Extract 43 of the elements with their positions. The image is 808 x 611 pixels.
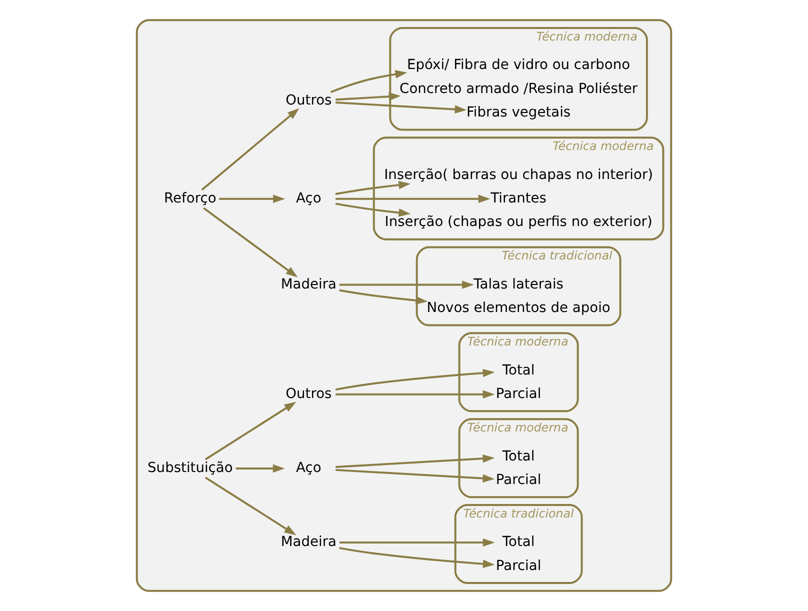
node-text: Outros: [286, 386, 332, 402]
node-text: Fibras vegetais: [466, 104, 571, 121]
arrow: [339, 538, 495, 547]
arrow: [219, 194, 285, 203]
node-text: Novos elementos de apoio: [426, 300, 610, 316]
arrow: [335, 180, 411, 195]
node-text: Tirantes: [490, 190, 546, 206]
node-text: Reforço: [164, 190, 216, 206]
node-text: Parcial: [496, 386, 542, 402]
node-text: Aço: [296, 460, 322, 476]
arrow: [336, 454, 495, 468]
arrow: [339, 547, 495, 568]
arrow: [335, 368, 495, 390]
arrow: [339, 289, 428, 305]
arrow: [236, 464, 285, 473]
node-text: Concreto armado /Resina Poliéster: [400, 80, 638, 97]
arrow: [336, 194, 490, 203]
arrow: [330, 70, 408, 94]
node-text: Inserção( barras ou chapas no interior): [384, 166, 654, 183]
node-text: Parcial: [496, 472, 542, 488]
node-text: Outros: [286, 92, 332, 109]
arrow: [204, 402, 296, 460]
node-text: Total: [502, 534, 535, 550]
node-text: Aço: [296, 190, 322, 206]
node-text: Madeira: [280, 276, 337, 292]
node-text: Talas laterais: [474, 276, 564, 292]
arrow: [335, 202, 411, 217]
node-text: Total: [502, 448, 535, 464]
cluster: [136, 19, 672, 592]
arrow: [336, 102, 467, 114]
node-text: Total: [502, 362, 535, 378]
arrow: [339, 280, 474, 289]
arrow: [336, 390, 495, 399]
arrow: [203, 207, 298, 278]
node-text: Epóxi/ Fibra de vidro ou carbono: [407, 57, 630, 74]
arrow: [204, 476, 296, 536]
node-text: Parcial: [496, 558, 542, 574]
arrow: [336, 92, 401, 101]
node-text: Madeira: [280, 534, 337, 550]
node-text: Substituição: [148, 460, 233, 476]
node-text: Inserção (chapas ou perfis no exterior): [384, 214, 652, 230]
arrow: [201, 108, 300, 191]
arrow: [336, 468, 495, 482]
